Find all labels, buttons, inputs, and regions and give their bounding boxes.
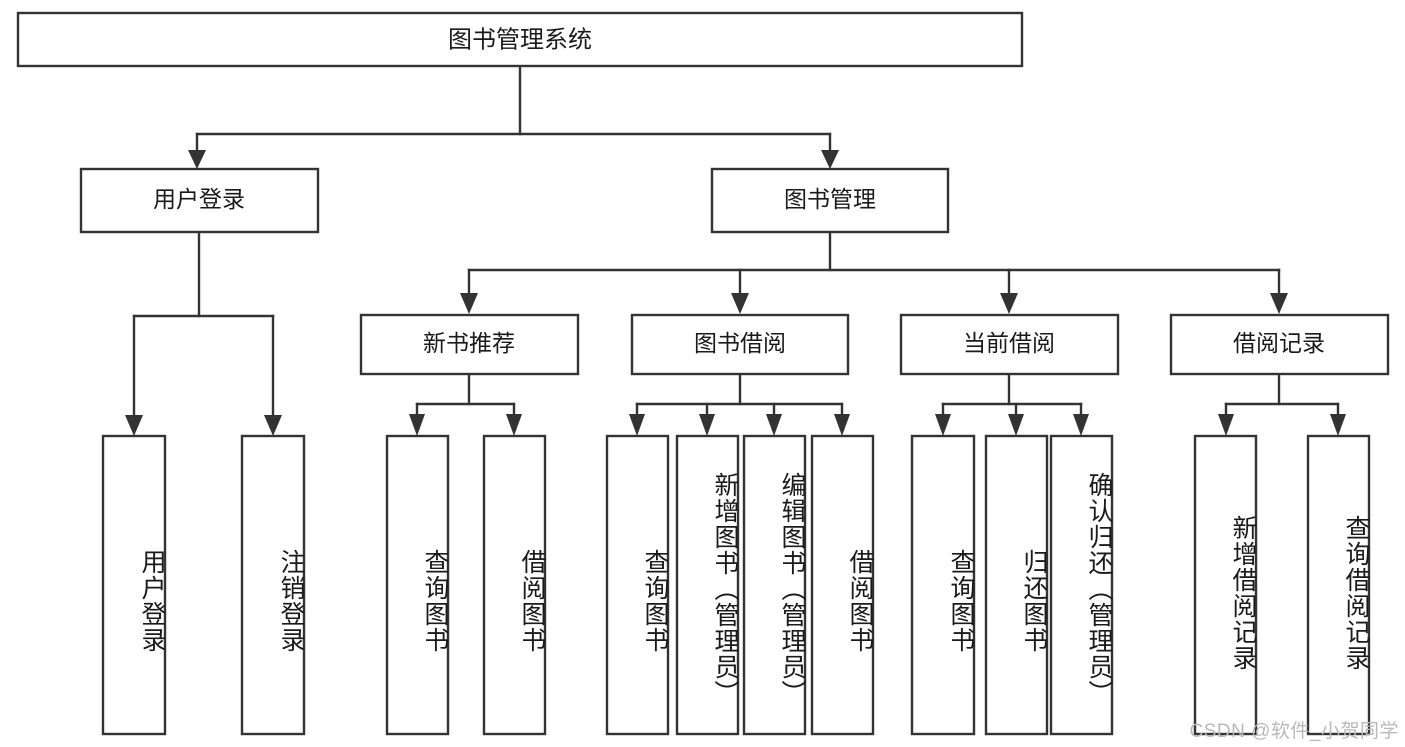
node-user-login-rect[interactable] — [79, 167, 320, 234]
arrow-head-new-book-recommend — [460, 293, 478, 314]
node-book-borrow-rect[interactable] — [630, 313, 850, 376]
node-new-book-recommend[interactable]: 新书推荐 — [359, 313, 580, 376]
node-book-management-rect[interactable] — [710, 167, 950, 234]
node-leaf-borrow-book-2-rect[interactable] — [810, 434, 875, 736]
node-user-login-label: 用户登录 — [153, 186, 245, 212]
arrow-head-leaf-borrow-book-2 — [834, 414, 850, 436]
node-leaf-borrow-book-1-rect[interactable] — [482, 434, 547, 736]
node-leaf-edit-book-admin-rect[interactable] — [742, 434, 807, 736]
node-current-borrow[interactable]: 当前借阅 — [899, 313, 1120, 376]
arrow-head-leaf-query-book-2 — [629, 414, 645, 436]
node-leaf-add-book-admin-rect[interactable] — [675, 434, 740, 736]
node-leaf-query-book-1-rect[interactable] — [385, 434, 450, 736]
node-book-borrow-label: 图书借阅 — [694, 330, 786, 356]
arrow-head-leaf-add-borrow-record — [1218, 414, 1234, 436]
arrow-head-leaf-query-borrow-record — [1330, 414, 1346, 436]
node-borrow-record[interactable]: 借阅记录 — [1169, 313, 1390, 376]
arrow-head-leaf-return-book — [1008, 414, 1024, 436]
node-leaf-user-login-rect[interactable] — [101, 434, 167, 736]
csdn-watermark: CSDN @软件_小贺同学 — [1189, 721, 1399, 742]
arrow-head-leaf-user-login — [125, 415, 143, 436]
arrow-head-leaf-logout-login — [264, 415, 282, 436]
node-new-book-recommend-label: 新书推荐 — [423, 330, 515, 356]
node-group: 图书管理系统 用户登录 图书管理 新书推荐 图书借阅 — [16, 11, 1390, 736]
node-book-borrow[interactable]: 图书借阅 — [630, 313, 850, 376]
node-leaf-query-book-3-rect[interactable] — [910, 434, 976, 736]
arrow-head-leaf-add-book-admin — [699, 414, 715, 436]
arrow-head-leaf-query-book-1 — [409, 414, 425, 436]
arrow-head-borrow-record — [1270, 293, 1288, 314]
node-leaf-confirm-return-admin-rect[interactable] — [1049, 434, 1114, 736]
node-current-borrow-label: 当前借阅 — [963, 330, 1055, 356]
node-current-borrow-rect[interactable] — [899, 313, 1120, 376]
node-leaf-add-borrow-record-rect[interactable] — [1193, 434, 1258, 736]
node-root[interactable]: 图书管理系统 — [16, 11, 1024, 68]
arrow-head-book-management — [821, 150, 839, 169]
arrow-head-leaf-query-book-3 — [935, 414, 951, 436]
node-user-login[interactable]: 用户登录 — [79, 167, 320, 234]
arrow-head-user-login — [188, 150, 206, 169]
node-leaf-query-borrow-record-rect[interactable] — [1306, 434, 1371, 736]
arrow-head-leaf-borrow-book-1 — [506, 414, 522, 436]
node-leaf-logout-login-rect[interactable] — [240, 434, 306, 736]
node-book-management-label: 图书管理 — [784, 186, 876, 212]
node-leaf-query-book-2-rect[interactable] — [605, 434, 670, 736]
arrow-head-book-borrow — [731, 293, 749, 314]
arrow-head-current-borrow — [1000, 293, 1018, 314]
node-root-rect[interactable] — [16, 11, 1024, 68]
arrow-head-leaf-confirm-return-admin — [1073, 414, 1089, 436]
node-root-label: 图书管理系统 — [448, 26, 592, 53]
connector-group — [125, 64, 1346, 436]
node-leaf-return-book-rect[interactable] — [984, 434, 1049, 736]
node-borrow-record-label: 借阅记录 — [1233, 330, 1325, 356]
node-book-management[interactable]: 图书管理 — [710, 167, 950, 234]
node-borrow-record-rect[interactable] — [1169, 313, 1390, 376]
node-new-book-recommend-rect[interactable] — [359, 313, 580, 376]
arrow-head-leaf-edit-book-admin — [766, 414, 782, 436]
